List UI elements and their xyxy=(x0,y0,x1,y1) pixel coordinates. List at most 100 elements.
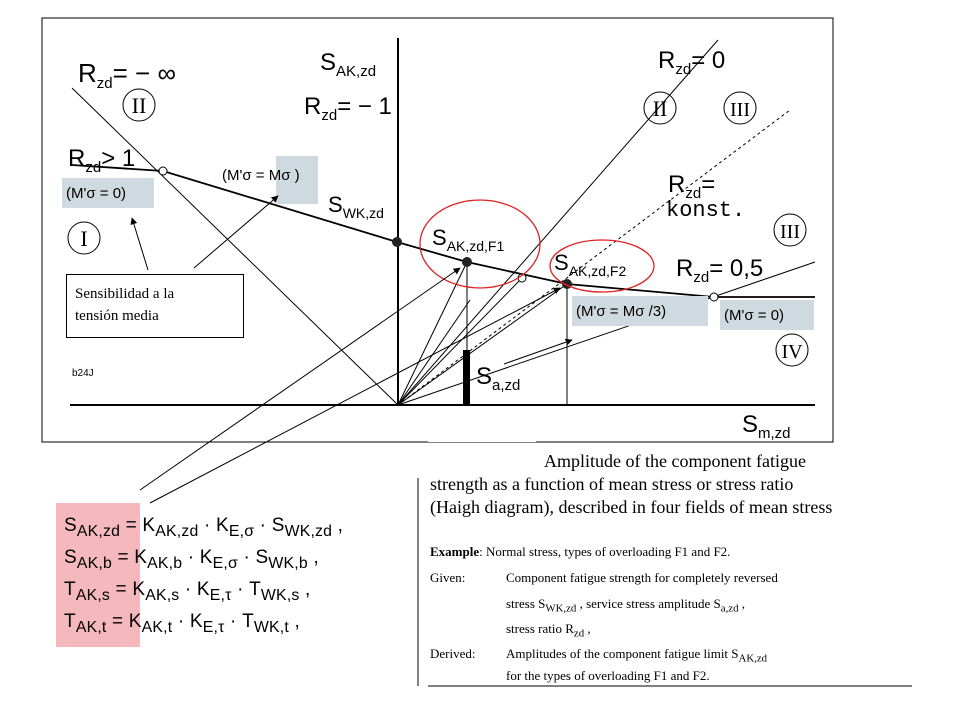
label-r-gt1: Rzd> 1 xyxy=(68,145,135,176)
f1-k1: K xyxy=(142,515,156,536)
f4-w: T xyxy=(242,611,254,632)
given-line-1: Component fatigue strength for completel… xyxy=(506,570,778,585)
formula-arrow-f2 xyxy=(149,287,561,504)
f3-k2: K xyxy=(196,579,210,600)
given-line-2: stress SWK,zd , service stress amplitude… xyxy=(506,596,745,615)
callout-line-2: tensión media xyxy=(75,308,159,324)
label-m-eq: (M'σ = Mσ ) xyxy=(222,167,300,184)
f4-k2s: E,τ xyxy=(202,618,225,636)
field-circle-iii-top xyxy=(723,91,757,125)
derived-line-1-pre: Amplitudes of the component fatigue limi… xyxy=(506,646,739,661)
f2-ws: WK,b xyxy=(268,554,308,572)
f1-a: S xyxy=(64,515,77,536)
f1-as: AK,zd xyxy=(76,522,121,540)
formula-3: TAK,s = KAK,s · KE,τ · TWK,s , xyxy=(64,579,311,604)
f3-k1s: AK,s xyxy=(145,586,180,604)
f2-a: S xyxy=(64,547,77,568)
r-konst-line xyxy=(397,109,791,406)
point-f1 xyxy=(462,257,472,267)
f2-k2: K xyxy=(199,547,213,568)
label-s-wk: SWK,zd xyxy=(328,192,384,221)
given-line-2-pre: stress S xyxy=(506,596,546,611)
f4-k1s: AK,t xyxy=(141,618,173,636)
caption-title-line-1: Amplitude of the component fatigue xyxy=(544,451,806,471)
f1-k2: K xyxy=(215,515,229,536)
given-line-2-end: , xyxy=(738,596,745,611)
line-to-f1b xyxy=(397,299,471,406)
f3-w: T xyxy=(249,579,261,600)
derived-line-1: Amplitudes of the component fatigue limi… xyxy=(506,646,767,665)
f1-ws: WK,zd xyxy=(284,522,333,540)
f3-as: AK,s xyxy=(75,586,111,604)
f4-ws: WK,t xyxy=(253,618,289,636)
derived-line-2: for the types of overloading F1 and F2. xyxy=(506,668,710,683)
label-code: b24J xyxy=(72,368,94,379)
given-line-3: stress ratio Rzd , xyxy=(506,621,591,640)
f4-end: , xyxy=(288,611,300,632)
example-text: : Normal stress, types of overloading F1… xyxy=(479,544,731,559)
f1-k1s: AK,zd xyxy=(155,522,199,540)
callout-arrow-right xyxy=(193,195,279,269)
label-konst: konst. xyxy=(666,198,745,223)
f2-k1s: AK,b xyxy=(147,554,183,572)
caption-title-line-2: strength as a function of mean stress or… xyxy=(430,474,794,494)
callout-arrow-left xyxy=(130,217,149,271)
label-s-a: Sa,zd xyxy=(476,363,520,394)
r-neg-inf-line xyxy=(71,87,399,406)
label-field-i: I xyxy=(80,226,87,251)
label-field-iii-mid: III xyxy=(780,221,800,243)
f1-w: S xyxy=(271,515,285,536)
caption-title-line-3: (Haigh diagram), described in four field… xyxy=(430,497,833,517)
point-wk xyxy=(392,237,402,247)
m-eq-box xyxy=(276,156,318,204)
field-circle-iv xyxy=(775,333,809,367)
f3-ws: WK,s xyxy=(260,586,300,604)
label-s-ak-f2: SAK,zd,F2 xyxy=(554,250,626,279)
given-line-3-pre: stress ratio R xyxy=(506,621,574,636)
field-circle-i xyxy=(67,221,101,255)
f2-k2s: E,σ xyxy=(212,554,238,572)
label-r-konst: Rzd= xyxy=(668,171,715,202)
label-field-iv: IV xyxy=(781,341,803,363)
s-a-arrow xyxy=(503,338,573,365)
f4-a: T xyxy=(64,611,76,632)
f2-k1: K xyxy=(134,547,148,568)
label-r-minus1: Rzd= − 1 xyxy=(304,93,392,124)
label-s-ak-f1: SAK,zd,F1 xyxy=(432,225,504,254)
f3-a: T xyxy=(64,579,76,600)
label-s-m: Sm,zd xyxy=(742,411,791,442)
label-field-ii-left: II xyxy=(132,93,147,118)
derived-label: Derived: xyxy=(430,646,476,661)
formula-1: SAK,zd = KAK,zd · KE,σ · SWK,zd , xyxy=(64,515,344,540)
formula-4: TAK,t = KAK,t · KE,τ · TWK,t , xyxy=(64,611,300,636)
f4-k1: K xyxy=(128,611,142,632)
f1-k2s: E,σ xyxy=(228,522,255,540)
label-r-half: Rzd= 0,5 xyxy=(676,255,763,286)
derived-line-1-sub: AK,zd xyxy=(738,652,768,665)
line-to-f1 xyxy=(397,261,468,406)
label-s-ak-axis: SAK,zd xyxy=(320,49,376,80)
f1-highlight xyxy=(419,199,541,289)
formula-arrow-f1 xyxy=(139,267,461,491)
callout-line-1: Sensibilidad a la xyxy=(75,286,175,302)
point-left xyxy=(158,166,168,176)
given-line-2-sub2: a,zd xyxy=(720,602,739,615)
line-to-f2 xyxy=(397,283,568,406)
f3-k1: K xyxy=(132,579,146,600)
caption-title: Amplitude of the component fatigue stren… xyxy=(430,450,920,519)
label-m-zero-right: (M'σ = 0) xyxy=(724,307,784,324)
formula-2: SAK,b = KAK,b · KE,σ · SWK,b , xyxy=(64,547,319,572)
m-zero-left-box xyxy=(62,178,154,208)
given-line-3-end: , xyxy=(584,621,591,636)
f4-k2: K xyxy=(189,611,203,632)
f1-end: , xyxy=(332,515,344,536)
f2-w: S xyxy=(255,547,269,568)
m-third-box xyxy=(572,296,708,326)
label-field-ii-right: II xyxy=(653,96,668,121)
f4-as: AK,t xyxy=(75,618,107,636)
label-m-third: (M'σ = Mσ /3) xyxy=(576,303,666,320)
given-line-2-sub: WK,zd xyxy=(545,602,577,615)
line-to-f2b xyxy=(397,277,523,406)
label-m-zero-left: (M'σ = 0) xyxy=(66,185,126,202)
